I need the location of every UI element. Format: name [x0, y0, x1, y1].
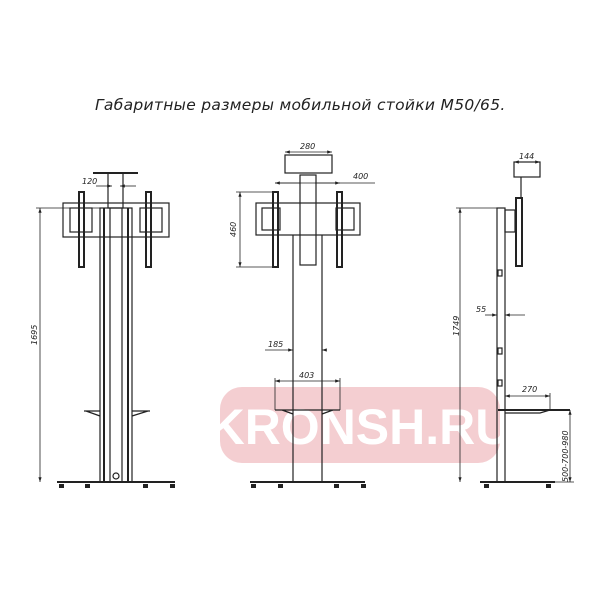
drawing-title: Габаритные размеры мобильной стойки М50/…: [95, 96, 506, 114]
dim-1749: 1749: [452, 316, 461, 336]
watermark: KRONSH.RU: [209, 387, 512, 463]
dim-460: 460: [229, 222, 238, 237]
dim-270: 270: [522, 385, 537, 394]
front-view-1: 120 1695: [30, 172, 175, 488]
dim-280: 280: [300, 142, 315, 151]
dim-144: 144: [519, 152, 534, 161]
dim-120: 120: [82, 177, 97, 186]
dim-500-700-980: 500-700-980: [561, 430, 570, 482]
dim-400: 400: [353, 172, 368, 181]
dim-403: 403: [299, 371, 314, 380]
dim-185: 185: [268, 340, 283, 349]
dim-55: 55: [476, 305, 486, 314]
side-view: 144 1749 55 270 500-700-980: [452, 152, 574, 488]
watermark-text: KRONSH.RU: [209, 399, 512, 455]
front-view-2: 280 400 460 185 403: [229, 142, 375, 488]
dim-1695: 1695: [30, 325, 39, 345]
